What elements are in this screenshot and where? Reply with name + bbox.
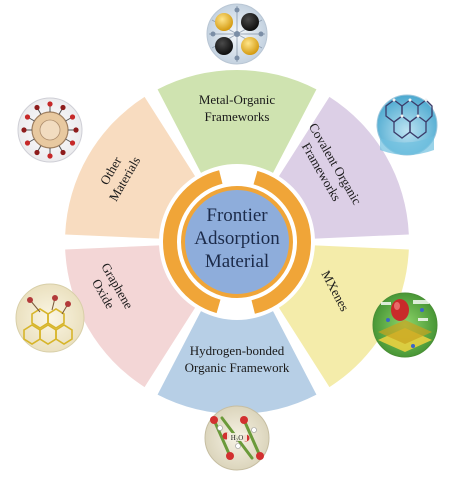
hof-image-caption: H₂O — [231, 434, 244, 442]
graphene-sheet-image — [15, 283, 85, 353]
nanoparticle-ligand — [34, 149, 40, 156]
nanoparticle-ligand — [60, 104, 66, 111]
segment-other-materials — [65, 96, 196, 239]
segment-graphene-oxide — [65, 245, 196, 388]
segment-covalent-organic-frameworks — [278, 96, 409, 239]
mxene-layer-image — [372, 292, 438, 358]
center-label-line-1: Frontier — [206, 205, 268, 226]
nanoparticle-ligand — [60, 149, 66, 156]
nanoparticle-ligand — [47, 101, 53, 107]
center-ring-right-arc — [251, 170, 311, 314]
nanoparticle-image — [17, 97, 83, 163]
hof-label-line-2: Organic Framework — [185, 360, 290, 375]
mof-crystal-image — [206, 3, 268, 65]
nanoparticle-ligand — [69, 114, 76, 120]
nanoparticle-ligand — [69, 140, 76, 146]
nanoparticle-ligand — [21, 127, 27, 133]
nanoparticle-spikes — [21, 101, 79, 159]
nanoparticle-ligand — [34, 104, 40, 111]
nanoparticle-ligand — [73, 127, 79, 133]
center-label-line-3: Material — [205, 251, 269, 272]
center-disc — [181, 186, 293, 298]
mof-label-line-2: Frameworks — [205, 109, 270, 124]
nanoparticle-ligand — [24, 114, 31, 120]
nanoparticle-ligand — [24, 140, 31, 146]
center-ring-left-arc — [163, 170, 223, 314]
segment-hydrogen-bonded-organic-framework — [157, 311, 317, 414]
mof-label-line-1: Metal-Organic — [199, 92, 276, 107]
segment-mxenes — [278, 245, 409, 388]
hof-lattice-image: H₂O — [204, 405, 270, 471]
cof-structure-image — [376, 94, 438, 156]
hof-label-line-1: Hydrogen-bonded — [190, 343, 285, 358]
center-label-line-2: Adsorption — [194, 228, 280, 249]
nanoparticle-ligand — [47, 153, 53, 159]
segment-metal-organic-frameworks — [157, 70, 317, 173]
